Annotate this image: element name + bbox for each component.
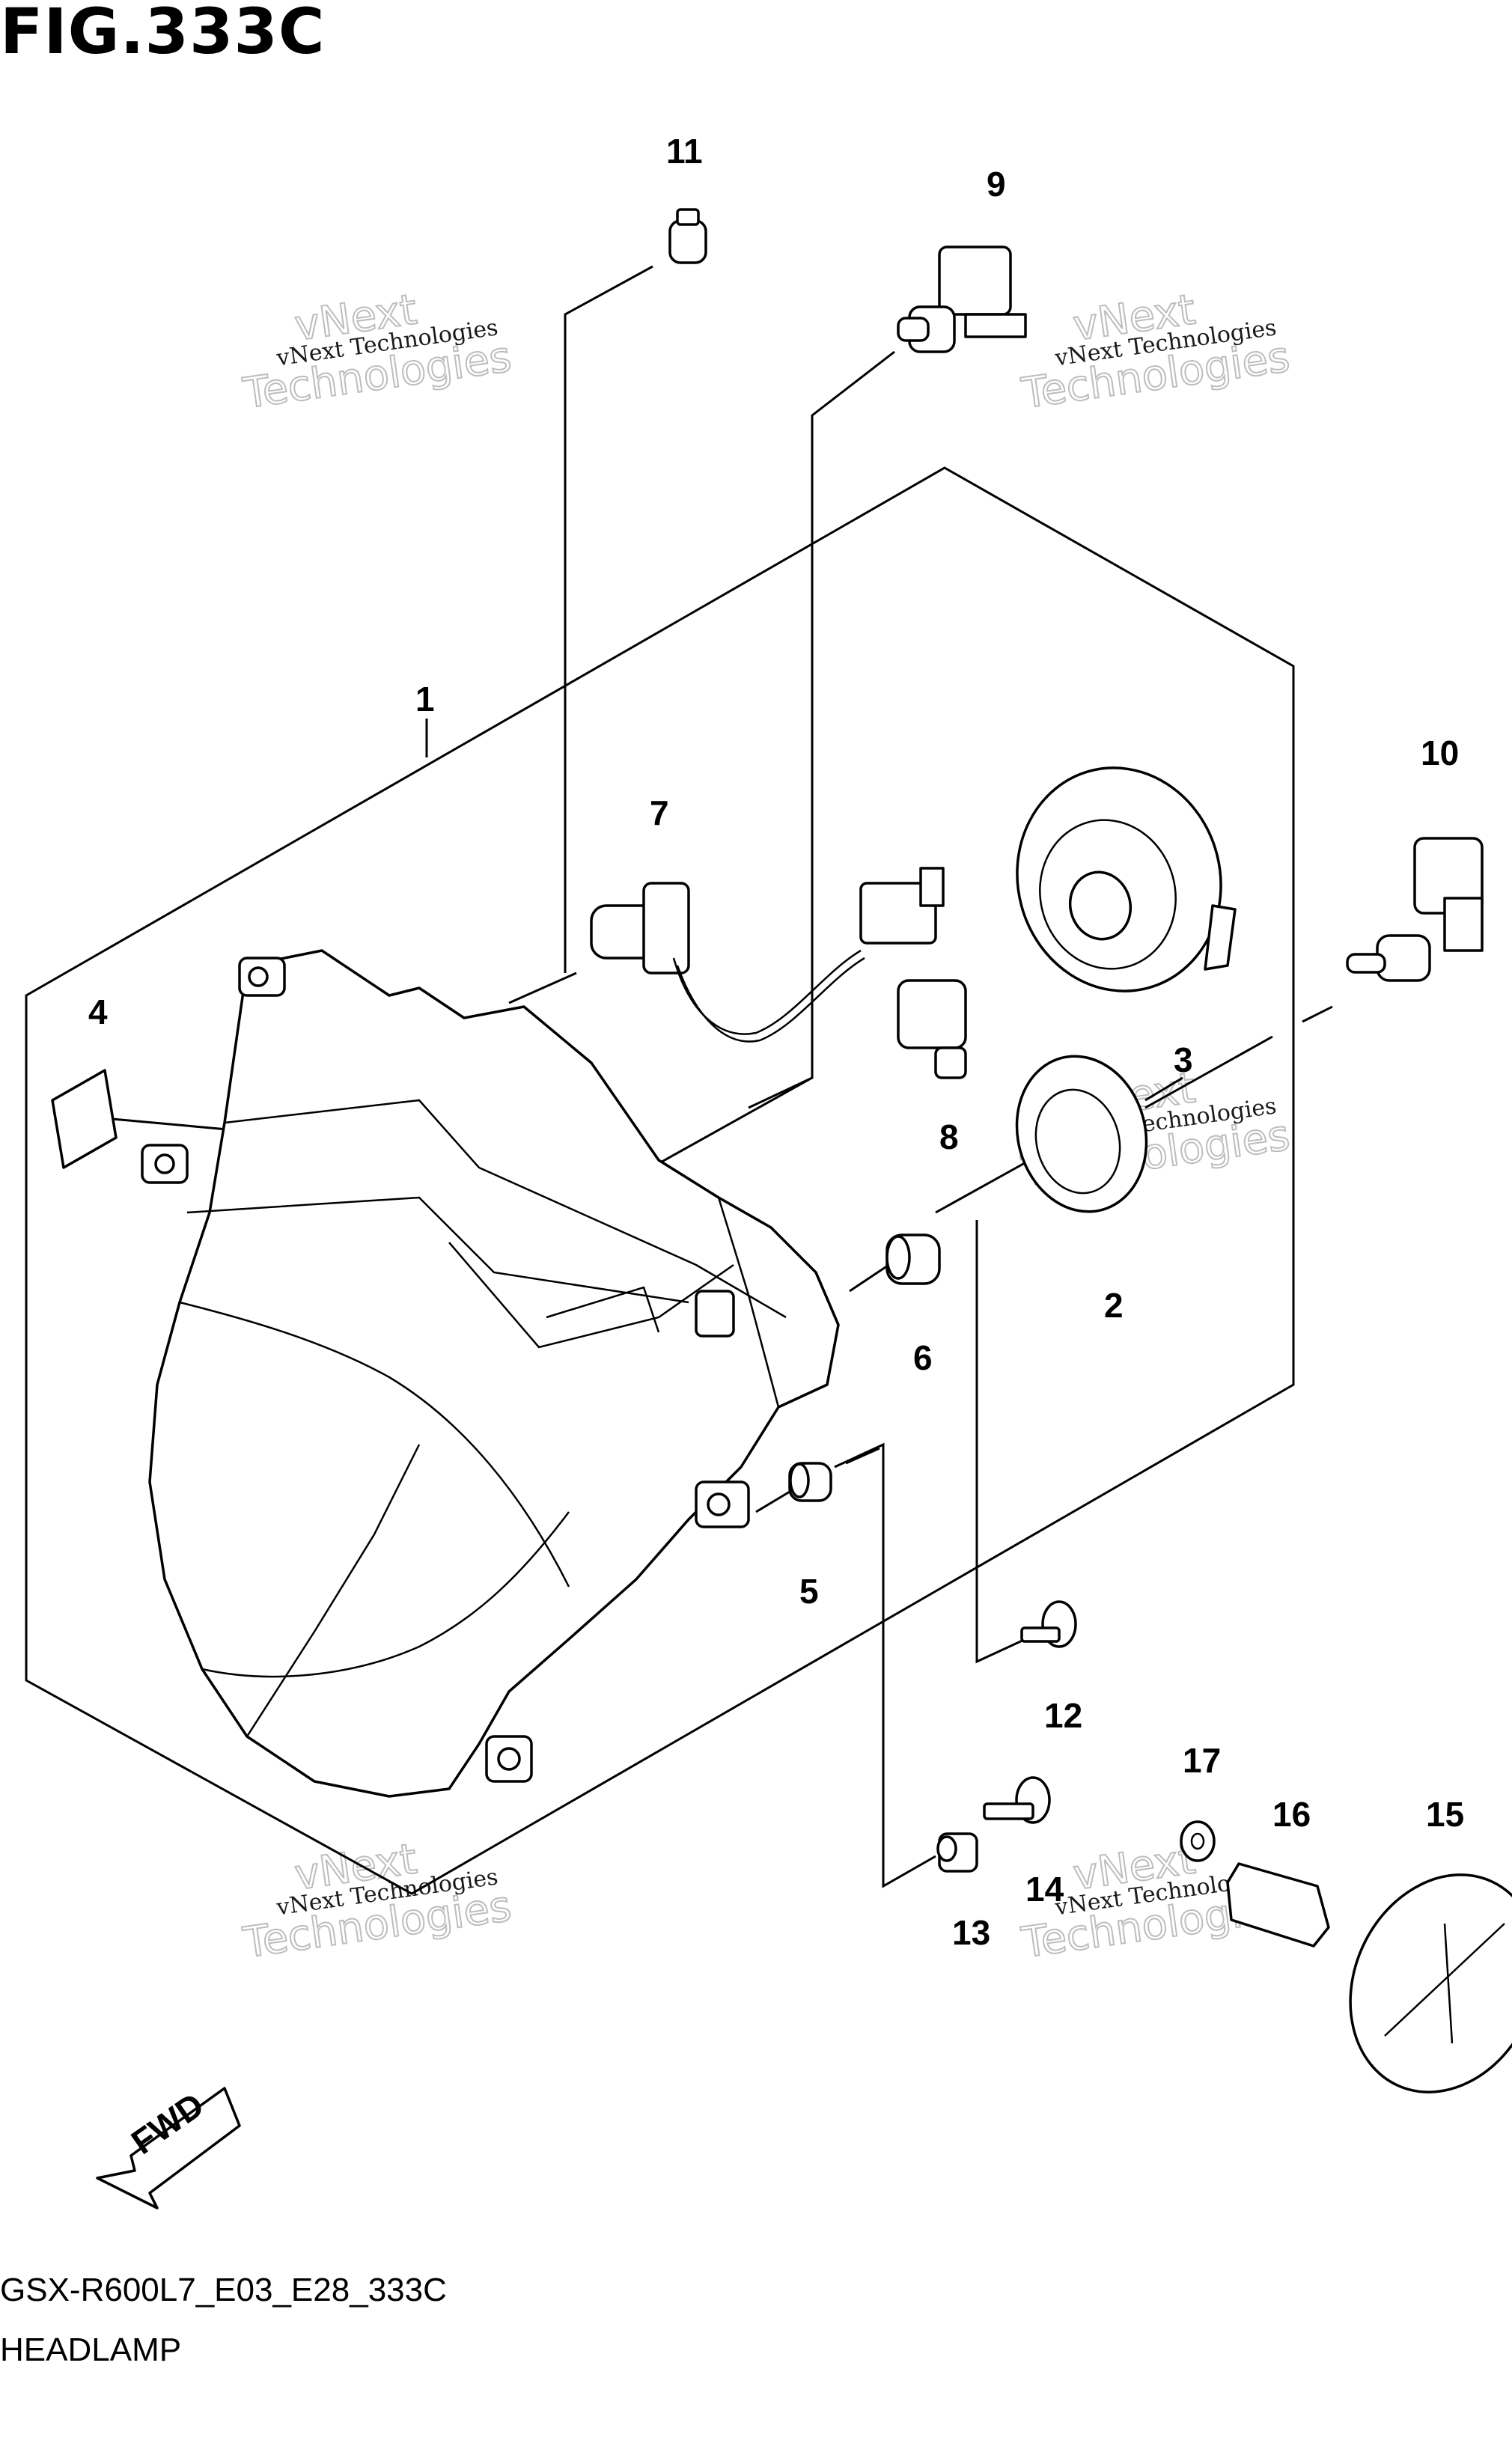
leader-10b [1144,1035,1273,1109]
leader-3 [1144,1076,1183,1102]
leader-9 [748,350,895,1109]
callout-14: 14 [1025,1870,1064,1909]
leader-2 [935,1155,1037,1214]
nut-part-13 [936,1832,978,1873]
callout-10: 10 [1421,734,1459,772]
fwd-arrow: FWD [96,2085,241,2209]
leader-11 [564,265,653,973]
watermark-1: vNext Technologies vNext Technologies [240,284,515,419]
seal-part-2 [1015,1055,1148,1213]
socket-part-7 [590,867,945,1043]
model-code: GSX-R600L7_E03_E28_333C [0,2272,447,2308]
callout-4: 4 [88,992,108,1031]
headlamp-assembly [141,949,840,1798]
cover-part-3 [1016,766,1237,992]
socket-part-8 [897,979,967,1079]
callout-3: 3 [1174,1040,1193,1079]
collar-part-16 [1226,1862,1330,1948]
screw-part-12 [1020,1600,1077,1648]
callout-5: 5 [799,1572,819,1611]
watermark-5: vNext Technologies vNext Technologies [240,1834,515,1968]
leader-part1-line [650,1076,813,1169]
callout-12: 12 [1044,1696,1082,1735]
leader-5 [755,1488,794,1513]
callout-9: 9 [987,165,1006,204]
callout-6: 6 [913,1338,933,1377]
callout-7: 7 [650,793,669,832]
section-name: HEADLAMP [0,2331,182,2368]
bulb-part-10 [1346,837,1484,982]
callout-13: 13 [952,1913,990,1952]
callout-8: 8 [939,1117,959,1156]
washer-part-17 [1180,1820,1216,1862]
callout-15: 15 [1426,1795,1464,1834]
callout-2: 2 [1104,1286,1124,1325]
bulb-part-9 [897,245,1027,353]
grommet-part-6 [885,1233,941,1285]
callout-1: 1 [415,680,435,719]
callout-17: 17 [1183,1741,1221,1780]
bulb-part-11 [668,208,707,264]
cap-part-15 [1349,1873,1512,2093]
callout-16: 16 [1272,1795,1311,1834]
leader-13 [845,1447,880,1465]
leader-10 [1302,1005,1333,1023]
screw-part-14 [983,1776,1051,1824]
callout-11: 11 [666,132,703,171]
grommet-part-5 [788,1462,832,1502]
leader-12 [975,1220,1026,1664]
leader-7 [508,972,577,1004]
figure-title: FIG.333C [0,0,326,68]
reflector-plate-part-4 [51,1069,118,1169]
leader-13b [834,1442,936,1888]
assembly-outline [25,466,1295,1895]
watermark-2: vNext Technologies vNext Technologies [1018,284,1293,419]
